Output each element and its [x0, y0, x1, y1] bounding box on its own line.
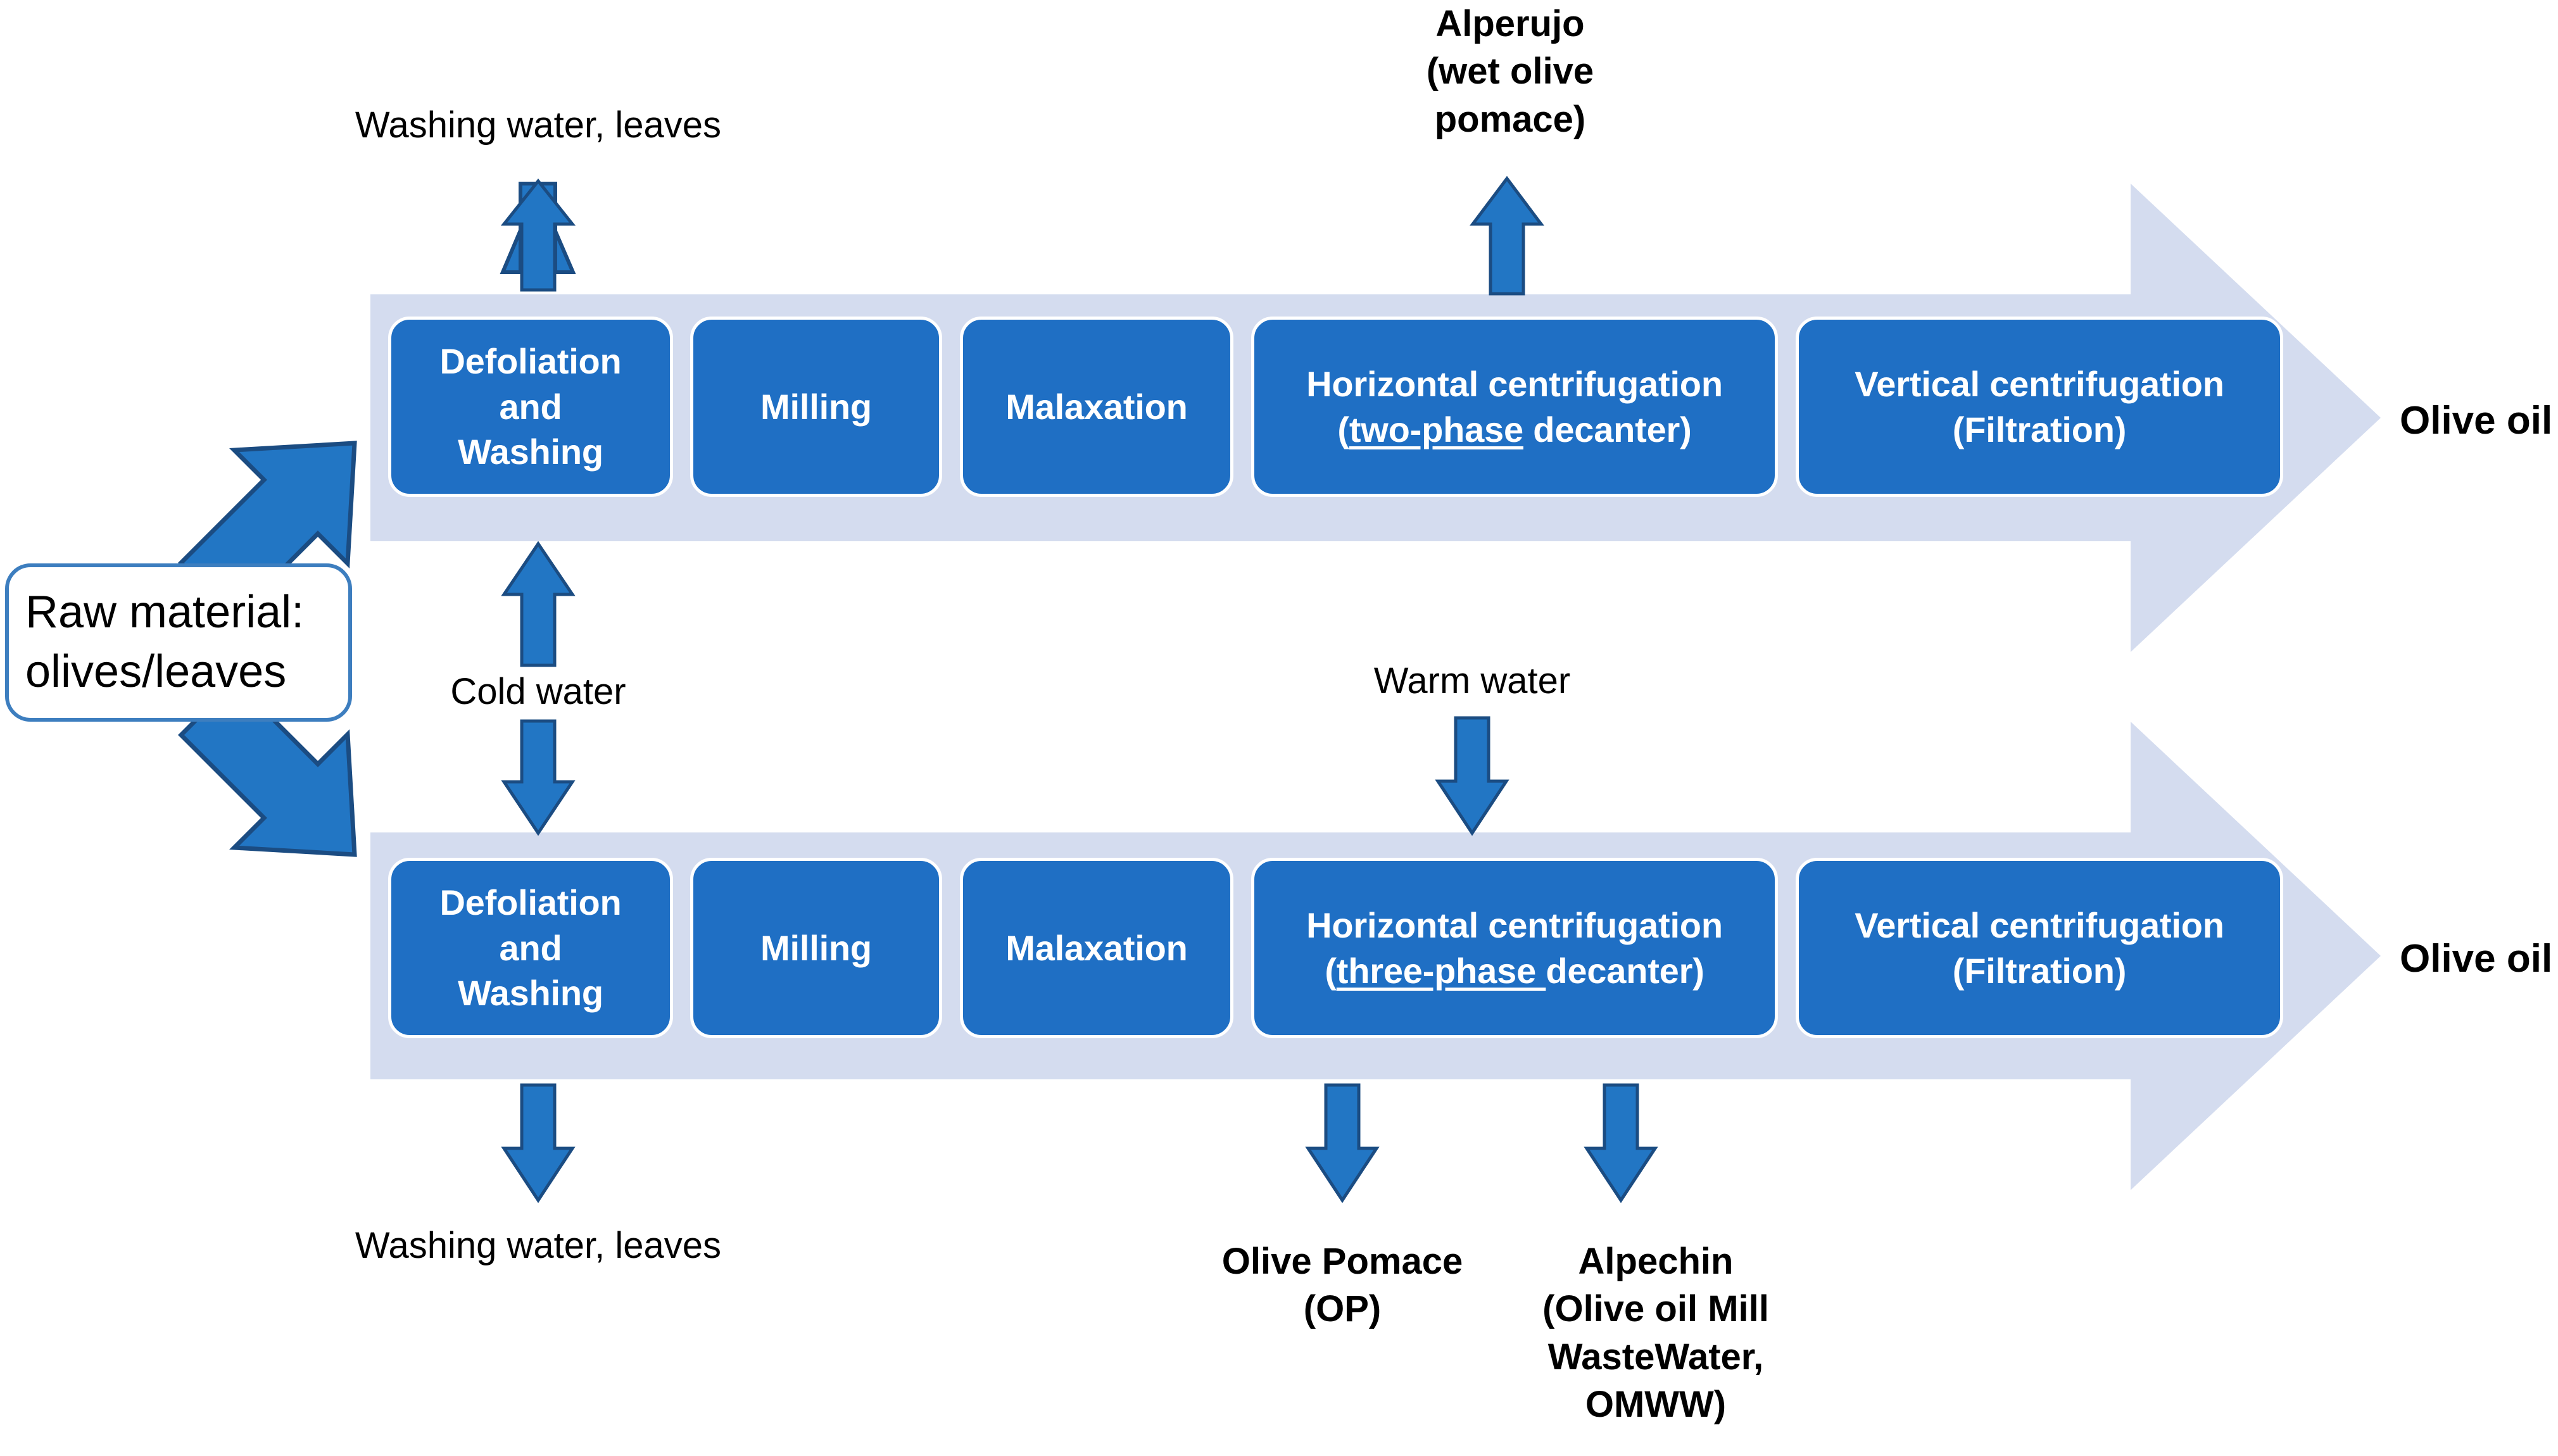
label-washing-water-leaves-top: Washing water, leaves — [355, 104, 722, 146]
step-box-malaxation-top[interactable]: Malaxation — [960, 317, 1233, 497]
step-box-vertical-centrifugation-bottom[interactable]: Vertical centrifugation (Filtration) — [1796, 858, 2283, 1038]
alpechin-line-3: WasteWater, — [1547, 1336, 1764, 1378]
olive-pomace-line-2: (OP) — [1303, 1288, 1382, 1330]
step-label-line-2: (Filtration) — [1952, 950, 2127, 991]
arrow-up-cold-water — [501, 541, 576, 667]
step-label-line-1: Malaxation — [1005, 927, 1188, 968]
alperujo-line-1: Alperujo — [1435, 3, 1585, 44]
decanter-suffix: decanter) — [1546, 950, 1704, 991]
step-label-line-2: (Filtration) — [1952, 409, 2127, 449]
arrow-down-warm-water — [1435, 716, 1509, 836]
step-box-milling-top[interactable]: Milling — [690, 317, 942, 497]
decanter-type-underlined: three-phase — [1336, 950, 1546, 991]
step-box-horizontal-centrifugation-three-phase[interactable]: Horizontal centrifugation (three-phase d… — [1251, 858, 1778, 1038]
step-label-line-1: Milling — [760, 927, 872, 968]
raw-material-line-1: Raw material: — [25, 587, 305, 638]
output-label-olive-oil-top: Olive oil — [2400, 399, 2553, 442]
paren-open: ( — [1325, 950, 1337, 991]
label-alperujo: Alperujo (wet olive pomace) — [1387, 0, 1634, 143]
step-label-line-1: Malaxation — [1005, 386, 1188, 427]
alperujo-line-2: (wet olive — [1426, 51, 1594, 92]
label-alpechin: Alpechin (Olive oil Mill WasteWater, OMW… — [1475, 1238, 1836, 1429]
decanter-type-underlined: two-phase — [1349, 409, 1523, 449]
step-label-line-3: Washing — [458, 973, 603, 1014]
step-label-line-1: Defoliation — [439, 882, 622, 922]
label-olive-pomace: Olive Pomace (OP) — [1178, 1238, 1507, 1333]
step-label-line-2: (three-phase decanter) — [1261, 948, 1768, 994]
decanter-suffix: decanter) — [1523, 409, 1692, 449]
step-label-line-2: and — [499, 927, 562, 968]
arrow-down-cold-water — [501, 719, 576, 836]
label-cold-water: Cold water — [450, 671, 626, 712]
raw-material-line-2: olives/leaves — [25, 646, 287, 697]
alpechin-line-1: Alpechin — [1578, 1241, 1734, 1282]
alperujo-line-3: pomace) — [1434, 98, 1586, 140]
step-label-line-1: Horizontal centrifugation — [1306, 363, 1723, 404]
step-label-line-1: Horizontal centrifugation — [1306, 905, 1723, 945]
step-label-line-2: and — [499, 386, 562, 427]
label-warm-water: Warm water — [1373, 660, 1571, 701]
arrow-up-alperujo — [1470, 176, 1544, 296]
arrow-down-olive-pomace — [1305, 1083, 1380, 1203]
step-box-milling-bottom[interactable]: Milling — [690, 858, 942, 1038]
step-label-line-1: Vertical centrifugation — [1855, 363, 2224, 404]
step-label-line-2: (two-phase decanter) — [1261, 407, 1768, 453]
olive-pomace-line-1: Olive Pomace — [1221, 1241, 1463, 1282]
step-label-line-1: Defoliation — [439, 341, 622, 381]
step-box-malaxation-bottom[interactable]: Malaxation — [960, 858, 1233, 1038]
output-label-olive-oil-bottom: Olive oil — [2400, 937, 2553, 981]
alpechin-line-4: OMWW) — [1585, 1384, 1727, 1426]
step-box-defoliation-and-washing-top[interactable]: Defoliation and Washing — [388, 317, 673, 497]
step-box-defoliation-and-washing-bottom[interactable]: Defoliation and Washing — [388, 858, 673, 1038]
alpechin-line-2: (Olive oil Mill — [1542, 1288, 1769, 1330]
step-box-horizontal-centrifugation-two-phase[interactable]: Horizontal centrifugation (two-phase dec… — [1251, 317, 1778, 497]
arrow-up-washing-water-leaves-top — [500, 179, 576, 292]
arrow-down-washing-water-leaves-bottom — [501, 1083, 576, 1203]
step-box-vertical-centrifugation-top[interactable]: Vertical centrifugation (Filtration) — [1796, 317, 2283, 497]
step-label-line-1: Milling — [760, 386, 872, 427]
raw-material-box: Raw material: olives/leaves — [5, 563, 352, 722]
label-washing-water-leaves-bottom: Washing water, leaves — [355, 1225, 722, 1266]
paren-open: ( — [1337, 409, 1349, 449]
step-label-line-3: Washing — [458, 432, 603, 472]
arrow-down-alpechin — [1584, 1083, 1658, 1203]
step-label-line-1: Vertical centrifugation — [1855, 905, 2224, 945]
